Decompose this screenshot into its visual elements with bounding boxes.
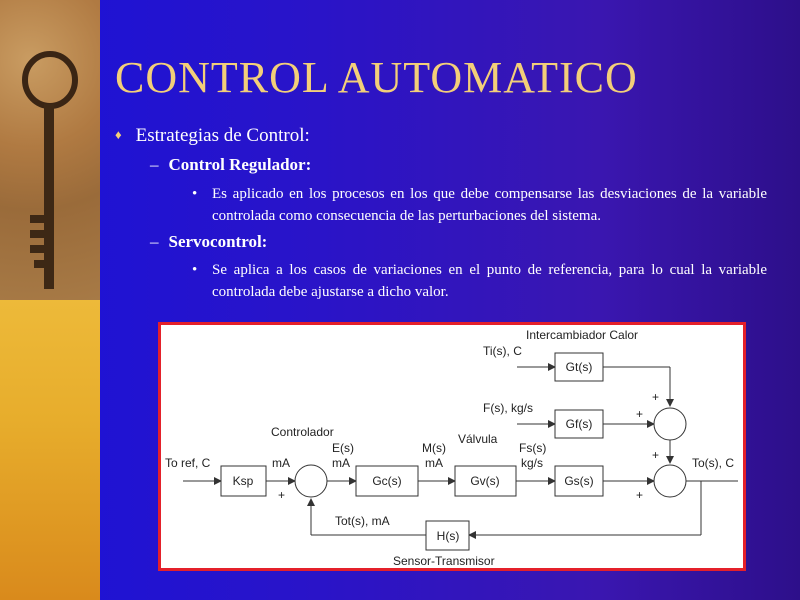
label-controlador: Controlador (271, 425, 334, 439)
label-ti: Ti(s), C (483, 344, 522, 358)
block-gf-label: Gf(s) (566, 417, 593, 431)
paragraph-text: Es aplicado en los procesos en los que d… (212, 186, 767, 224)
label-toref: To ref, C (165, 456, 211, 470)
sign-plus: + (278, 488, 285, 502)
sign-plus: + (652, 390, 659, 404)
block-gv (454, 465, 517, 497)
block-gs-label: Gs(s) (564, 474, 593, 488)
block-gc-label: Gc(s) (372, 474, 401, 488)
sign-plus: + (652, 448, 659, 462)
section-heading-servo: –Servocontrol: (150, 232, 268, 251)
label-fss-unit: kg/s (521, 456, 543, 470)
label-es: E(s) (332, 441, 354, 455)
label-toref-unit: mA (272, 456, 290, 470)
block-gt-label: Gt(s) (566, 360, 593, 374)
main-bullet-text: Estrategias de Control: (135, 125, 310, 146)
label-valvula: Válvula (458, 432, 498, 446)
label-tot: Tot(s), mA (335, 514, 390, 528)
section-text-regulador: • Es aplicado en los procesos en los que… (192, 183, 767, 227)
section-heading-text: Servocontrol: (168, 232, 268, 251)
main-bullet: ♦ Estrategias de Control: (115, 125, 310, 147)
block-h (425, 520, 470, 551)
block-gt (554, 352, 604, 382)
summing-junction-controller (294, 464, 328, 498)
label-ms: M(s) (422, 441, 446, 455)
sign-plus: + (636, 407, 643, 421)
summing-junction-output (653, 464, 687, 498)
label-fs: F(s), kg/s (483, 401, 533, 415)
label-tos: To(s), C (692, 456, 734, 470)
label-es-unit: mA (332, 456, 350, 470)
block-gc (355, 465, 419, 497)
slide-title: CONTROL AUTOMATICO (115, 53, 638, 102)
block-ksp (220, 465, 267, 497)
section-heading-regulador: –Control Regulador: (150, 155, 312, 174)
label-sensor: Sensor-Transmisor (393, 554, 495, 568)
section-text-servo: • Se aplica a los casos de variaciones e… (192, 259, 767, 303)
label-intercambiador: Intercambiador Calor (526, 328, 638, 342)
block-gf (554, 409, 604, 439)
summing-junction-disturbance (653, 407, 687, 441)
paragraph-text: Se aplica a los casos de variaciones en … (212, 262, 767, 300)
block-diagram: Ksp Gc(s) Gv(s) Gs(s) Gt(s) Gf(s) H(s) I… (158, 322, 746, 571)
block-ksp-label: Ksp (233, 474, 254, 488)
label-ms-unit: mA (425, 456, 443, 470)
sign-plus: + (636, 488, 643, 502)
block-gv-label: Gv(s) (470, 474, 499, 488)
block-h-label: H(s) (437, 529, 460, 543)
section-heading-text: Control Regulador: (168, 155, 312, 174)
block-gs (554, 465, 604, 497)
bullet-dot-icon: • (192, 262, 198, 278)
label-fss: Fs(s) (519, 441, 546, 455)
bullet-dot-icon: • (192, 186, 198, 202)
diamond-bullet-icon: ♦ (115, 127, 122, 142)
key-photo (0, 0, 100, 300)
